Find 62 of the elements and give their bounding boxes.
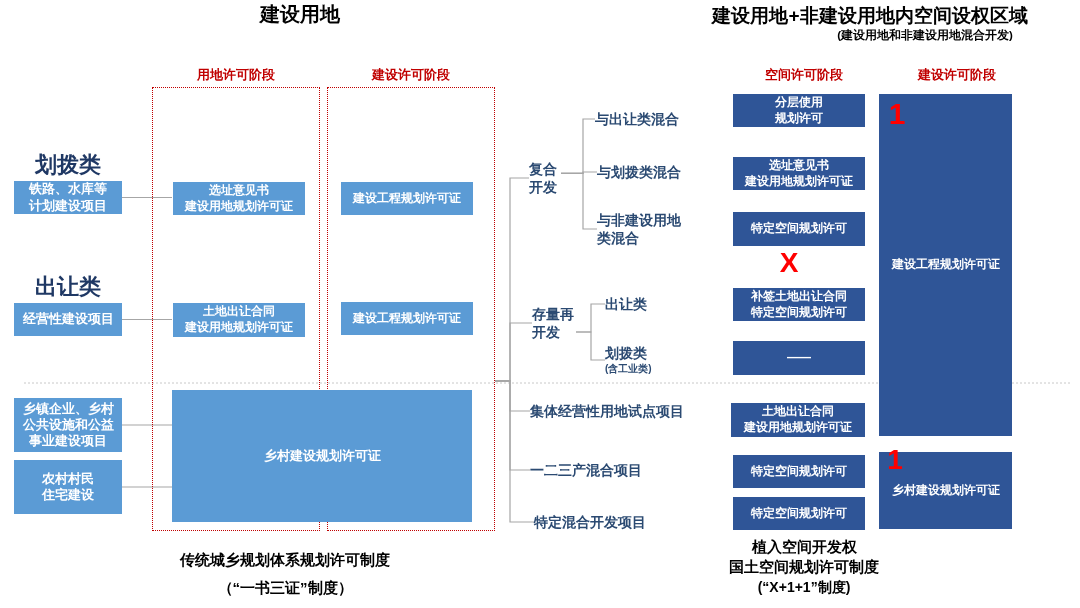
permit-text: 建设用地规划许可证 [185, 320, 293, 336]
bracket-line [494, 380, 535, 523]
branch-label: 与非建设用地类混合 [597, 211, 685, 247]
project-box: 铁路、水库等计划建设项目 [14, 181, 122, 214]
connector-line [121, 196, 173, 199]
permit-text: 补签土地出让合同 [751, 288, 847, 305]
permit-text: 土地出让合同 [762, 404, 834, 420]
permit-box: 特定空间规划许可 [733, 497, 865, 530]
stage-heading: 用地许可阶段 [197, 66, 275, 84]
connector-line [121, 486, 173, 488]
permit-box: 特定空间规划许可 [733, 455, 865, 488]
permit-box: 分层使用规划许可 [733, 94, 865, 127]
branch-label: 集体经营性用地试点项目 [530, 402, 684, 420]
branch-label: 与出让类混合 [595, 110, 679, 128]
permit-box: —— [733, 341, 865, 375]
branch-label: 存量再开发 [532, 305, 576, 341]
permit-box: 建设工程规划许可证 [341, 182, 473, 215]
section-title: 建设用地+非建设用地内空间设权区域 [712, 5, 1028, 28]
branch-label: 一二三产混合项目 [530, 461, 642, 479]
permit-box [731, 403, 865, 437]
note-text: (含工业类) [605, 362, 652, 375]
permit-text: 选址意见书 [209, 182, 269, 199]
category-heading: 出让类 [34, 273, 102, 301]
cross-mark: X [779, 249, 799, 277]
section-title: 建设用地 [260, 2, 340, 26]
bracket-line [575, 331, 606, 361]
permit-box: 乡村建设规划许可证 [172, 390, 472, 522]
stage-heading: 建设许可阶段 [372, 66, 450, 84]
section-subtitle: (建设用地和非建设用地混合开发) [837, 29, 1013, 43]
permit-box: 特定空间规划许可 [733, 212, 865, 246]
permit-box [173, 182, 305, 215]
permit-box: 建设工程规划许可证 [341, 302, 473, 335]
branch-label: 出让类 [605, 295, 647, 313]
stage-heading: 建设许可阶段 [918, 67, 996, 83]
stage-heading: 空间许可阶段 [765, 67, 843, 83]
connector-line [121, 424, 173, 426]
permit-text: 土地出让合同 [203, 304, 275, 320]
caption-text: 国土空间规划许可制度 [729, 558, 879, 576]
branch-label: 与划拨类混合 [597, 163, 681, 181]
category-heading: 划拨类 [34, 151, 102, 179]
callout-number: 1 [887, 446, 903, 474]
project-box: 乡镇企业、乡村公共设施和公益事业建设项目 [14, 398, 122, 452]
permit-text: 选址意见书 [769, 157, 829, 174]
permit-text: 建设用地规划许可证 [745, 173, 853, 190]
permit-text: 建设用地规划许可证 [744, 420, 852, 436]
branch-label: 特定混合开发项目 [534, 513, 646, 531]
permit-box [733, 288, 865, 321]
permit-box [173, 303, 305, 337]
caption-text: 传统城乡规划体系规划许可制度 [180, 551, 390, 569]
branch-label: 复合开发 [529, 160, 561, 196]
project-box: 农村村民住宅建设 [14, 460, 122, 514]
branch-label: 划拨类 [605, 344, 648, 362]
caption-text: 植入空间开发权 [751, 538, 857, 556]
project-box: 经营性建设项目 [14, 303, 122, 336]
permit-text: 建设用地规划许可证 [185, 198, 293, 215]
callout-number: 1 [888, 99, 906, 129]
caption-text: （“一书三证”制度） [217, 579, 353, 597]
permit-box [733, 157, 865, 190]
permit-text: 特定空间规划许可 [751, 304, 847, 321]
connector-line [121, 318, 173, 321]
caption-text: (“X+1+1”制度) [757, 579, 851, 596]
bracket-line [560, 172, 598, 230]
